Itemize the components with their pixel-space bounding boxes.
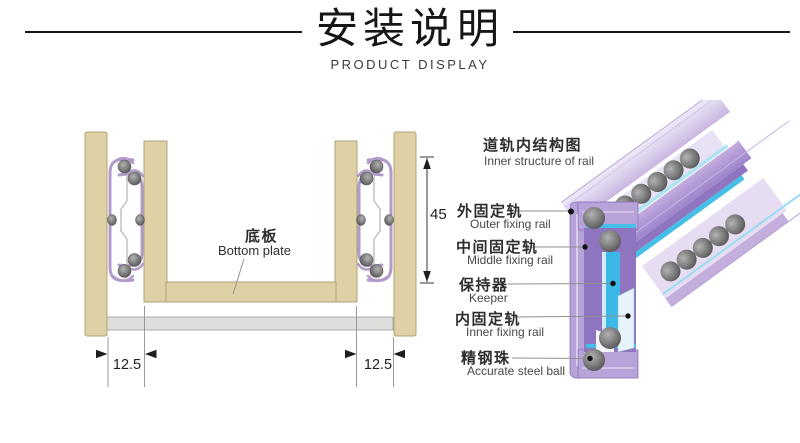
installation-diagram-canvas bbox=[84, 100, 800, 387]
inner-rail-face bbox=[617, 287, 635, 353]
outer-panel-right bbox=[393, 131, 417, 337]
steel-ball bbox=[583, 349, 605, 371]
drawer-slide-left bbox=[107, 157, 145, 283]
steel-ball bbox=[117, 159, 132, 174]
dimension-annotations bbox=[96, 156, 434, 387]
bottom-plate-leader bbox=[232, 258, 245, 295]
drawer-slide-right bbox=[355, 156, 395, 283]
rail-cross-section-face bbox=[569, 201, 639, 379]
header-rule-left bbox=[25, 31, 302, 33]
page-subtitle: PRODUCT DISPLAY bbox=[330, 57, 490, 72]
steel-ball bbox=[127, 253, 142, 267]
keeper-bar bbox=[602, 252, 620, 334]
leader-lines bbox=[232, 208, 631, 362]
outer-panel-left bbox=[84, 131, 108, 337]
header-rule-right bbox=[513, 31, 790, 33]
rivet bbox=[107, 214, 117, 226]
cabinet-panels bbox=[84, 131, 417, 337]
bottom-plate bbox=[165, 281, 337, 303]
drawer-side-left bbox=[143, 140, 168, 303]
steel-ball bbox=[117, 264, 132, 278]
steel-ball bbox=[127, 171, 142, 186]
rivet bbox=[135, 214, 145, 226]
steel-ball bbox=[599, 230, 621, 252]
page-title: 安装说明 bbox=[315, 5, 504, 52]
rail-3d-render bbox=[560, 100, 800, 379]
drawer-side-right bbox=[334, 140, 358, 303]
steel-ball bbox=[583, 207, 605, 229]
steel-ball bbox=[599, 327, 621, 349]
back-rail-bar bbox=[106, 316, 394, 331]
